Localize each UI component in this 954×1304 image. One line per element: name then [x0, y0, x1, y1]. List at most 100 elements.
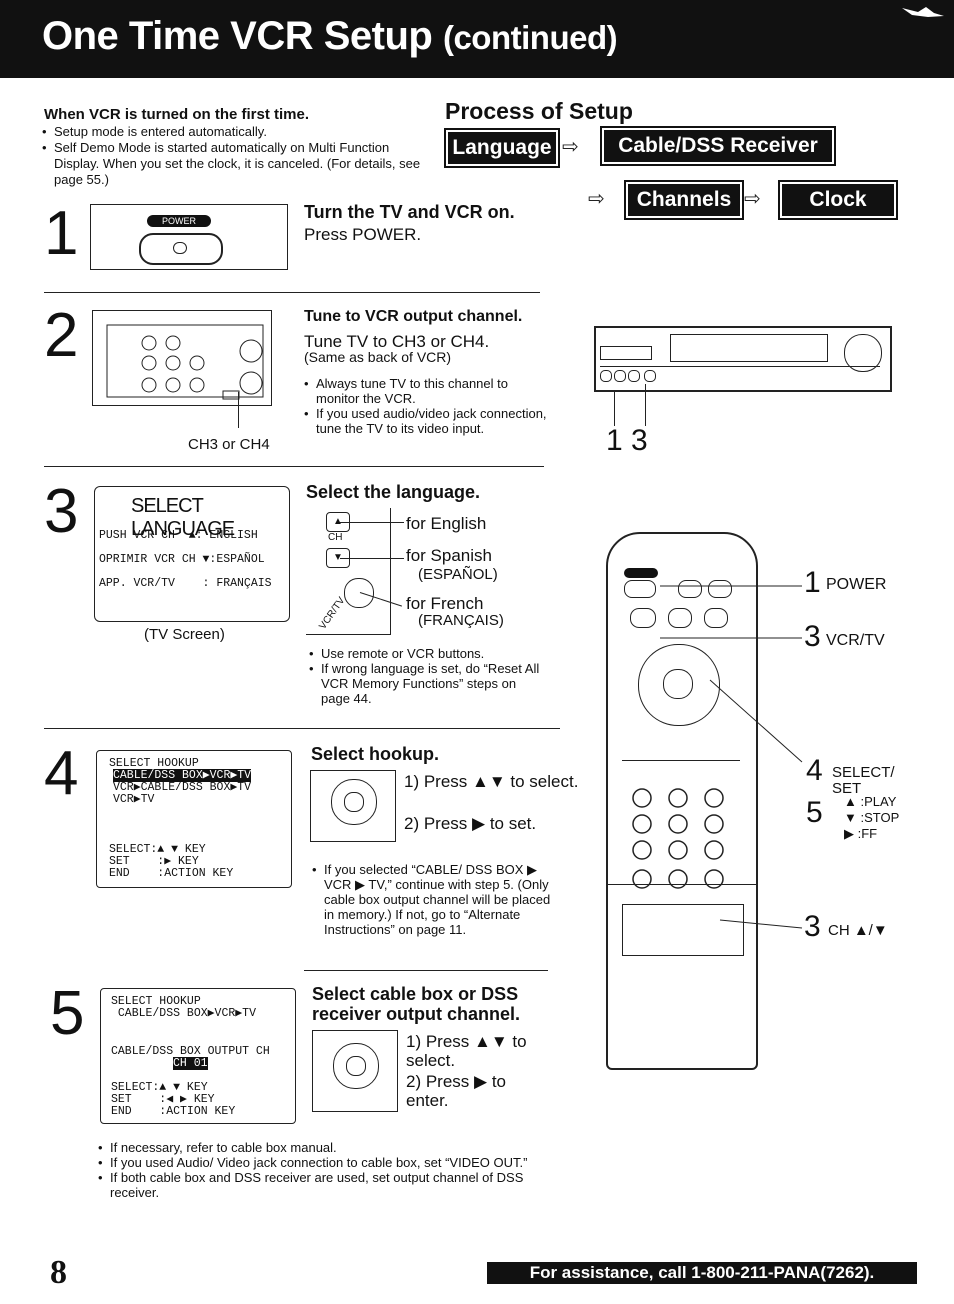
- remote-dpad-icon: [638, 644, 720, 726]
- remote-illustration: [606, 532, 758, 1070]
- vcr-front-illustration: [594, 326, 892, 392]
- remote-power-icon: [624, 568, 658, 578]
- step5-instr-1: 1) Press ▲▼ to select.: [406, 1032, 527, 1070]
- stage-cable-dss: Cable/DSS Receiver: [600, 126, 836, 166]
- language-buttons-illustration: ▲ CH ▼ VCR/TV: [306, 508, 391, 635]
- callout-label-select: SELECT/: [832, 764, 895, 781]
- screen-line: VCR▶CABLE/DSS BOX▶TV: [113, 781, 252, 794]
- tv-screen-caption: (TV Screen): [144, 626, 225, 643]
- step5-instr-2: 2) Press ▶ to enter.: [406, 1072, 506, 1110]
- page-number: 8: [50, 1254, 67, 1291]
- intro-bullets: Setup mode is entered automatically. Sel…: [42, 124, 424, 188]
- set-key-list: ▲ :PLAY ▼ :STOP ▶ :FF: [844, 794, 899, 842]
- intro-bullet: Setup mode is entered automatically.: [42, 124, 424, 140]
- corner-logo-icon: [898, 4, 946, 18]
- process-heading: Process of Setup: [445, 98, 633, 124]
- dpad-icon: [333, 1043, 379, 1089]
- option-spanish-sub: (ESPAÑOL): [418, 566, 498, 583]
- note: If necessary, refer to cable box manual.: [98, 1140, 550, 1155]
- screen-line-selected: CABLE/DSS BOX▶VCR▶TV: [113, 769, 252, 782]
- screen-line: SELECT:▲ ▼ KEY: [111, 1081, 208, 1094]
- option-english: for English: [406, 514, 487, 533]
- arrow-icon: ⇨: [562, 136, 579, 158]
- title-banner: One Time VCR Setup (continued): [0, 0, 954, 78]
- step2-title: Tune to VCR output channel.: [304, 308, 523, 325]
- screen-line-selected: CH 01: [173, 1057, 208, 1070]
- screen-line: END :ACTION KEY: [109, 867, 234, 880]
- assistance-banner: For assistance, call 1-800-211-PANA(7262…: [487, 1262, 917, 1284]
- remote-keypad: [630, 788, 726, 868]
- step4-number: 4: [44, 739, 79, 808]
- callout-label-ch: CH ▲/▼: [828, 922, 888, 939]
- power-button-illustration: POWER: [90, 204, 288, 270]
- power-icon: [139, 233, 223, 265]
- screen-line: VCR▶TV: [113, 793, 155, 806]
- step3-bullet: Use remote or VCR buttons.: [309, 646, 545, 661]
- arrow-icon: ⇨: [744, 188, 761, 210]
- tv-screen-output-channel: SELECT HOOKUP CABLE/DSS BOX▶VCR▶TV CABLE…: [100, 988, 296, 1124]
- notes: If necessary, refer to cable box manual.…: [98, 1140, 550, 1200]
- step1-number: 1: [44, 199, 79, 268]
- screen-line: END :ACTION KEY: [111, 1105, 236, 1118]
- intro-heading: When VCR is turned on the first time.: [44, 106, 310, 123]
- step2-text2: (Same as back of VCR): [304, 349, 452, 365]
- step3-bullets: Use remote or VCR buttons. If wrong lang…: [309, 646, 545, 706]
- power-label: POWER: [147, 215, 211, 227]
- option-french: for French: [406, 594, 484, 613]
- dpad-icon: [331, 779, 377, 825]
- option-french-sub: (FRANÇAIS): [418, 612, 504, 629]
- set-key: ▶ :FF: [844, 826, 878, 841]
- title-sub: (continued): [442, 19, 618, 56]
- step2-bullets: Always tune TV to this channel to monito…: [304, 376, 552, 436]
- screen-line: OPRIMIR VCR CH ▼:ESPAÑOL: [99, 553, 265, 566]
- page-title: One Time VCR Setup (continued): [42, 14, 618, 59]
- vcr-tv-button-icon: [344, 578, 374, 608]
- screen-line: SELECT HOOKUP: [111, 995, 201, 1008]
- screen-line: APP. VCR/TV : FRANÇAIS: [99, 577, 272, 590]
- screen-line: SET :▶ KEY: [109, 855, 199, 868]
- step4-instr-2: 2) Press ▶ to set.: [404, 814, 537, 833]
- remote-callout-lines: [660, 585, 803, 929]
- vcr-back-panel: [92, 310, 272, 406]
- callout-num-select: 4: [806, 754, 823, 787]
- arrow-icon: ⇨: [588, 188, 605, 210]
- callout-num-set: 5: [806, 796, 823, 829]
- screen-line: PUSH VCR CH ▲: ENGLISH: [99, 529, 258, 542]
- tv-screen-hookup: SELECT HOOKUP CABLE/DSS BOX▶VCR▶TV VCR▶C…: [96, 750, 292, 888]
- step5-number: 5: [50, 979, 85, 1048]
- callout-num-vcrtv: 3: [804, 620, 821, 653]
- screen-line: CABLE/DSS BOX▶VCR▶TV: [111, 1007, 256, 1020]
- step3-bullet: If wrong language is set, do “Reset All …: [309, 661, 545, 706]
- step4-bullet: If you selected “CABLE/ DSS BOX ▶ VCR ▶ …: [312, 862, 560, 937]
- dpad-illustration: [312, 1030, 398, 1112]
- step1-title: Turn the TV and VCR on.: [304, 202, 515, 222]
- screen-line: SELECT HOOKUP: [109, 757, 199, 770]
- step2-number: 2: [44, 301, 79, 370]
- step2-bullet: Always tune TV to this channel to monito…: [304, 376, 552, 406]
- callout-num-power: 1: [804, 566, 821, 599]
- callout-label-set: SET: [832, 780, 862, 797]
- option-spanish: for Spanish: [406, 546, 492, 565]
- set-key: ▼ :STOP: [844, 810, 900, 825]
- step3-title: Select the language.: [306, 482, 481, 502]
- step3-number: 3: [44, 477, 79, 546]
- tv-screen-language: SELECT LANGUAGE PUSH VCR CH ▲: ENGLISH O…: [94, 486, 290, 622]
- stage-channels: Channels: [624, 180, 744, 220]
- intro-bullet: Self Demo Mode is started automatically …: [42, 140, 424, 188]
- vcr-callout: 1 3: [606, 424, 648, 457]
- step4-bullet-text: If you selected “CABLE/ DSS BOX ▶ VCR ▶ …: [312, 862, 560, 937]
- screen-line: SELECT:▲ ▼ KEY: [109, 843, 206, 856]
- dpad-illustration: [310, 770, 396, 842]
- jack-panel-icon: [106, 324, 264, 400]
- title-main: One Time VCR Setup: [42, 14, 433, 58]
- stage-clock: Clock: [778, 180, 898, 220]
- step2-bullet: If you used audio/video jack connection,…: [304, 406, 552, 436]
- callout-label-power: POWER: [826, 576, 887, 593]
- stage-language: Language: [444, 128, 560, 168]
- screen-title: SELECT LANGUAGE: [131, 495, 235, 540]
- screen-line: SET :◀ ▶ KEY: [111, 1093, 215, 1106]
- step1-text: Press POWER.: [304, 225, 422, 244]
- note: If you used Audio/ Video jack connection…: [98, 1155, 550, 1170]
- step5-title: Select cable box or DSS receiver output …: [312, 984, 521, 1024]
- screen-line: CABLE/DSS BOX OUTPUT CH: [111, 1045, 270, 1058]
